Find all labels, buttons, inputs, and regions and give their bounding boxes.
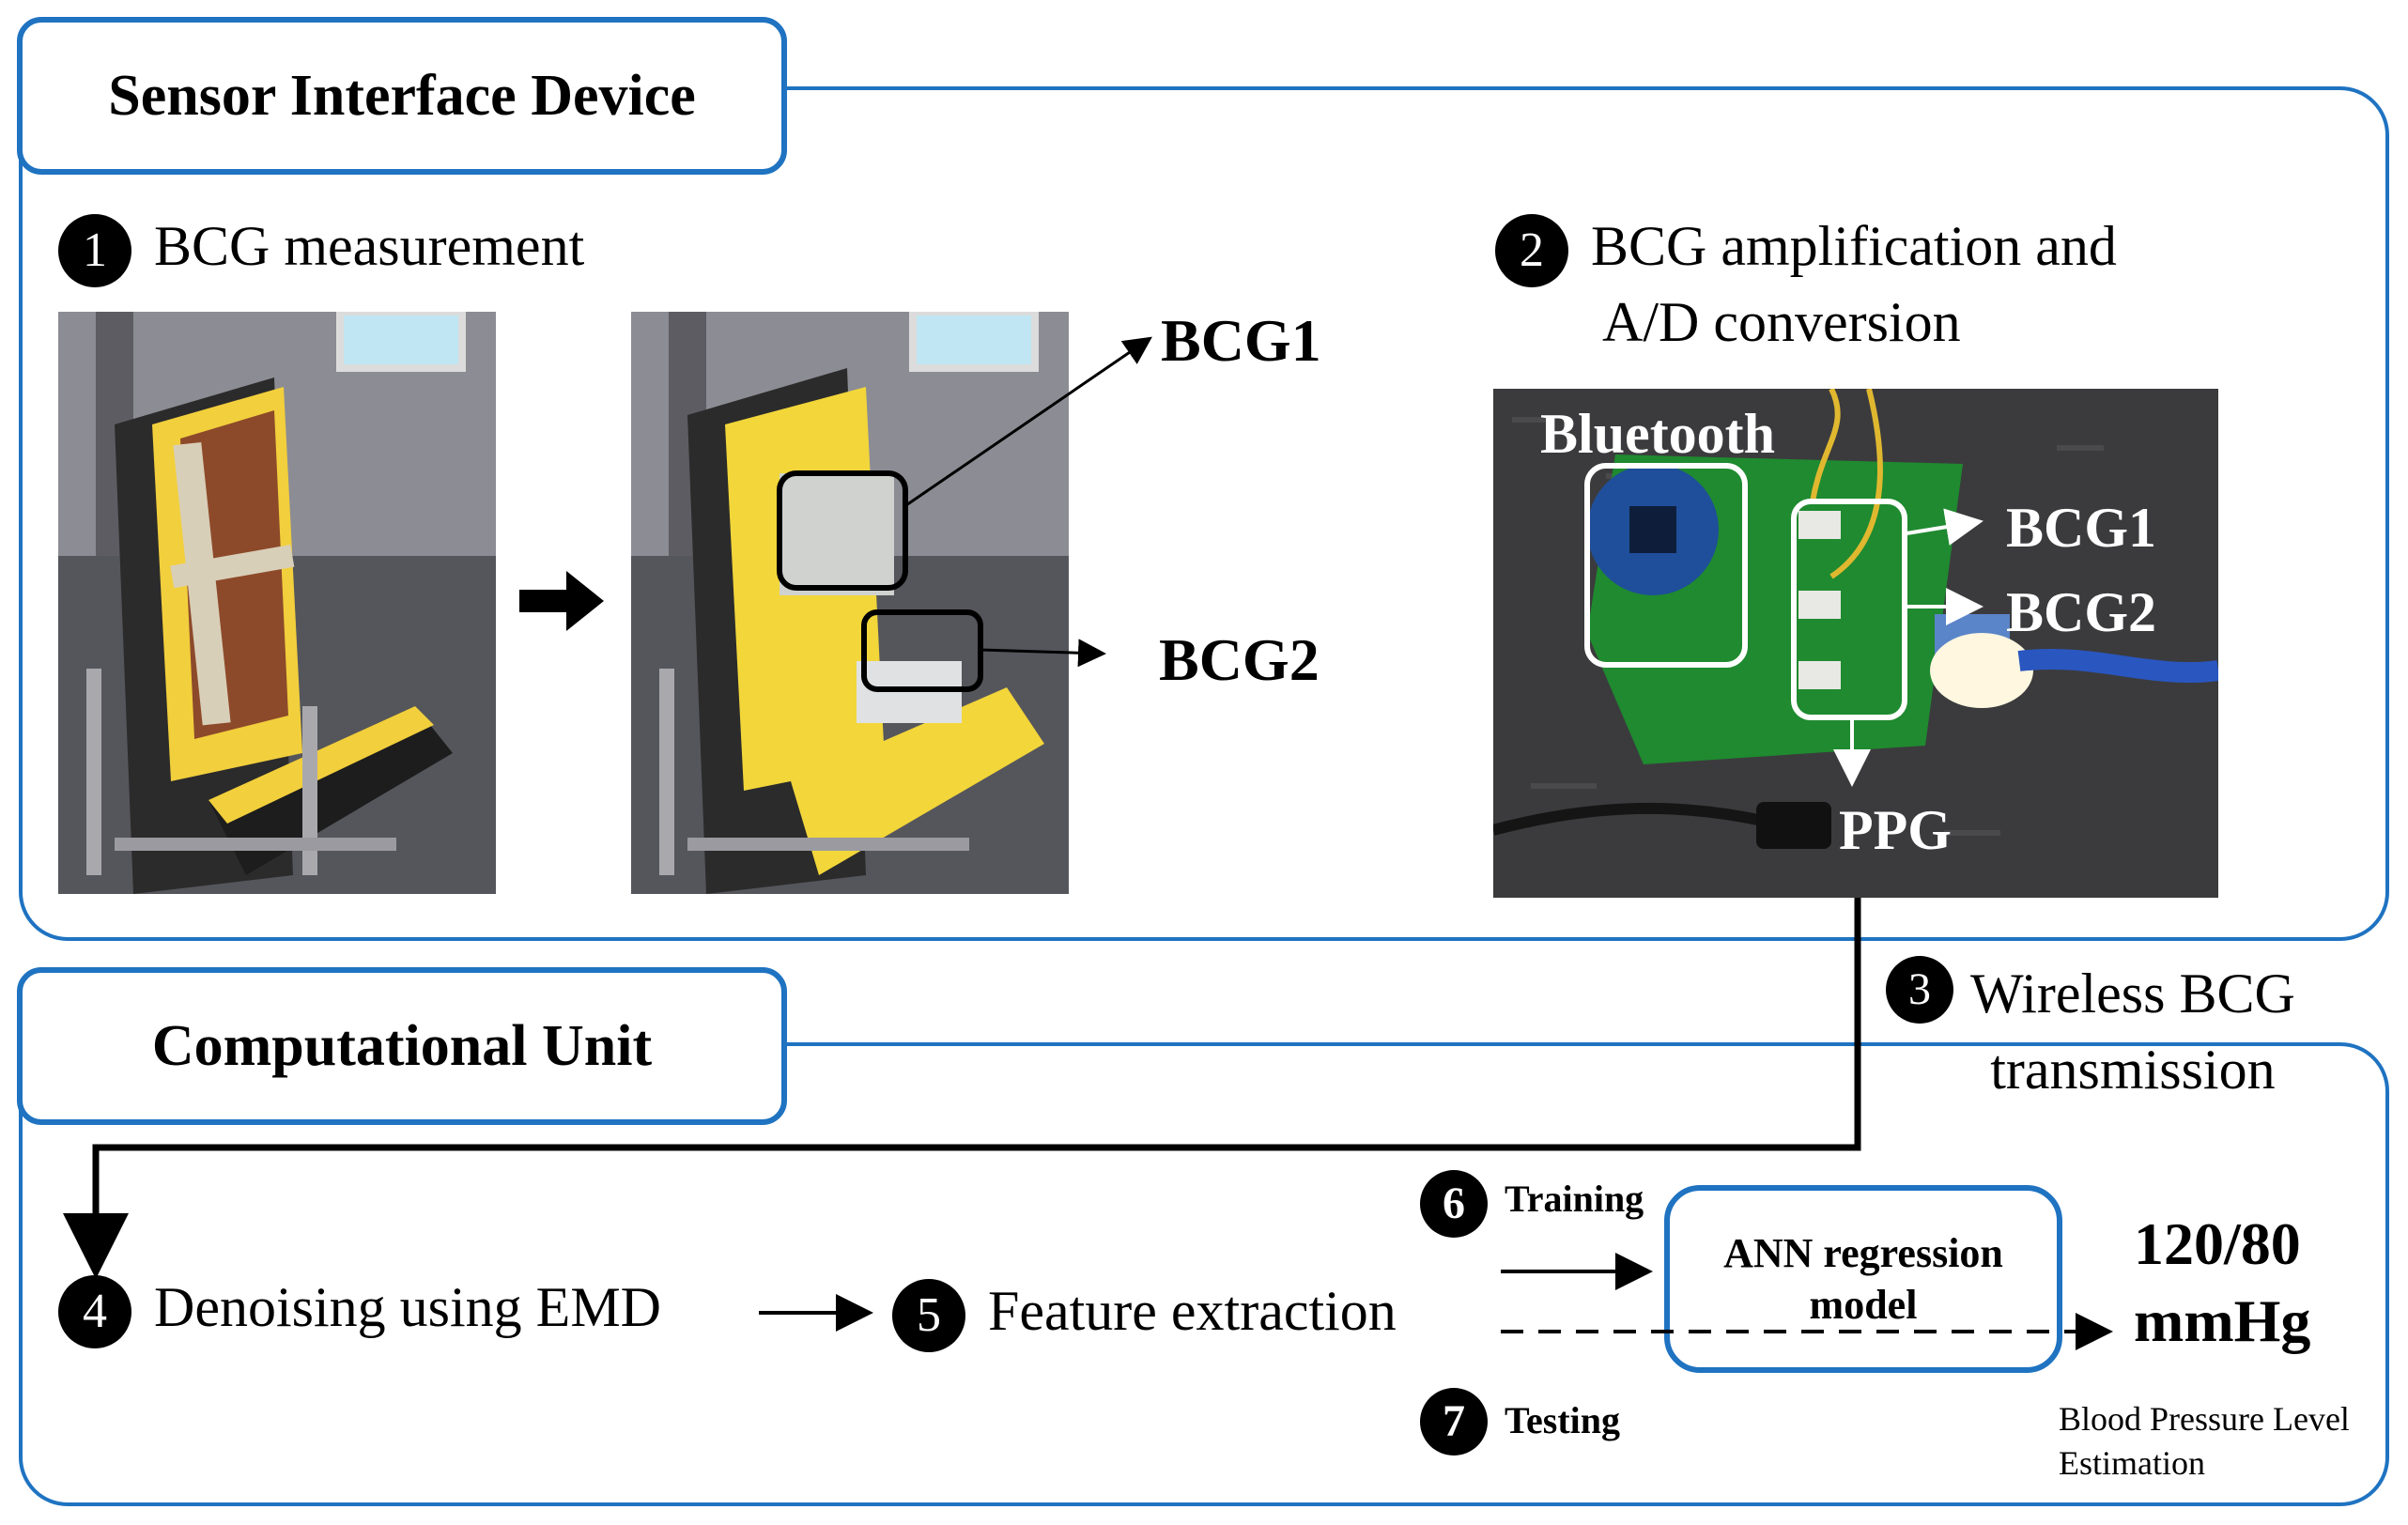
bcg2-pointer-arrow	[980, 639, 1106, 668]
computational-unit-title-text: Computational Unit	[151, 1013, 653, 1078]
arrow-right-icon	[519, 571, 604, 631]
ppg-label: PPG	[1839, 799, 1952, 861]
sensor-interface-title-text: Sensor Interface Device	[108, 63, 696, 128]
step-2-badge: 2	[1495, 214, 1568, 287]
step-2-label-line1: BCG amplification and	[1591, 215, 2117, 277]
computational-unit-frame	[19, 1042, 2389, 1506]
bp-caption-line2: Estimation	[2059, 1443, 2205, 1482]
chair-illustration	[58, 312, 496, 894]
step-3-label-line2: transmission	[1990, 1039, 2276, 1101]
bcg1-sensor-box	[777, 470, 908, 591]
step-5-label: Feature extraction	[988, 1280, 1397, 1342]
sensor-interface-frame	[19, 86, 2389, 941]
step-3-heading: 3 Wireless BCG transmission	[1886, 956, 2295, 1108]
board-bcg1-arrow	[1906, 508, 1984, 546]
board-illustration	[1493, 389, 2218, 898]
board-bcg2-label: BCG2	[2006, 581, 2157, 643]
bp-unit: mmHg	[2134, 1287, 2311, 1354]
wireless-transmission-path	[63, 898, 1861, 1279]
bp-value: 120/80	[2134, 1210, 2301, 1277]
step-1-badge: 1	[58, 214, 131, 287]
step-4-heading: 4 Denoising using EMD	[58, 1270, 661, 1348]
step-3-label-line1: Wireless BCG	[1970, 963, 2295, 1024]
ann-model-box: ANN regression model	[1664, 1185, 2062, 1373]
board-photo	[1493, 389, 2218, 898]
bcg1-pointer-arrow	[903, 336, 1152, 509]
step-5-heading: 5 Feature extraction	[892, 1273, 1397, 1352]
bluetooth-box	[1584, 463, 1748, 668]
bcg1-label: BCG1	[1161, 307, 1321, 374]
step-7-label: Testing	[1505, 1399, 1621, 1441]
chair-sensors-illustration	[631, 312, 1069, 894]
ann-model-line1: ANN regression	[1723, 1230, 2003, 1276]
step-4-badge: 4	[58, 1275, 131, 1348]
step-6-label: Training	[1505, 1178, 1644, 1220]
sensor-interface-title: Sensor Interface Device	[17, 17, 787, 175]
step-6-heading: 6 Training	[1420, 1170, 1644, 1238]
bp-caption: Blood Pressure Level Estimation	[2059, 1397, 2350, 1486]
board-bcg1-label: BCG1	[2006, 497, 2157, 559]
step-7-badge: 7	[1420, 1388, 1488, 1456]
bcg2-label: BCG2	[1159, 626, 1320, 693]
step-7-heading: 7 Testing	[1420, 1388, 1620, 1456]
step-2-heading: 2 BCG amplification and A/D conversion	[1495, 208, 2117, 361]
connectors-box	[1791, 499, 1907, 720]
bcg2-sensor-box	[861, 609, 983, 692]
computational-unit-title: Computational Unit	[17, 967, 787, 1125]
step-2-label-line2: A/D conversion	[1602, 291, 1961, 353]
chair-sensors-photo	[631, 312, 1069, 894]
step-4-label: Denoising using EMD	[154, 1276, 661, 1338]
step-1-label: BCG measurement	[154, 215, 585, 277]
step-1-heading: 1 BCG measurement	[58, 208, 584, 287]
step-6-badge: 6	[1420, 1170, 1488, 1238]
step-5-badge: 5	[892, 1279, 965, 1352]
ann-model-line2: model	[1809, 1282, 1918, 1328]
bp-caption-line1: Blood Pressure Level	[2059, 1400, 2350, 1438]
bluetooth-label: Bluetooth	[1540, 403, 1776, 465]
step-3-badge: 3	[1886, 956, 1953, 1024]
chair-photo	[58, 312, 496, 894]
